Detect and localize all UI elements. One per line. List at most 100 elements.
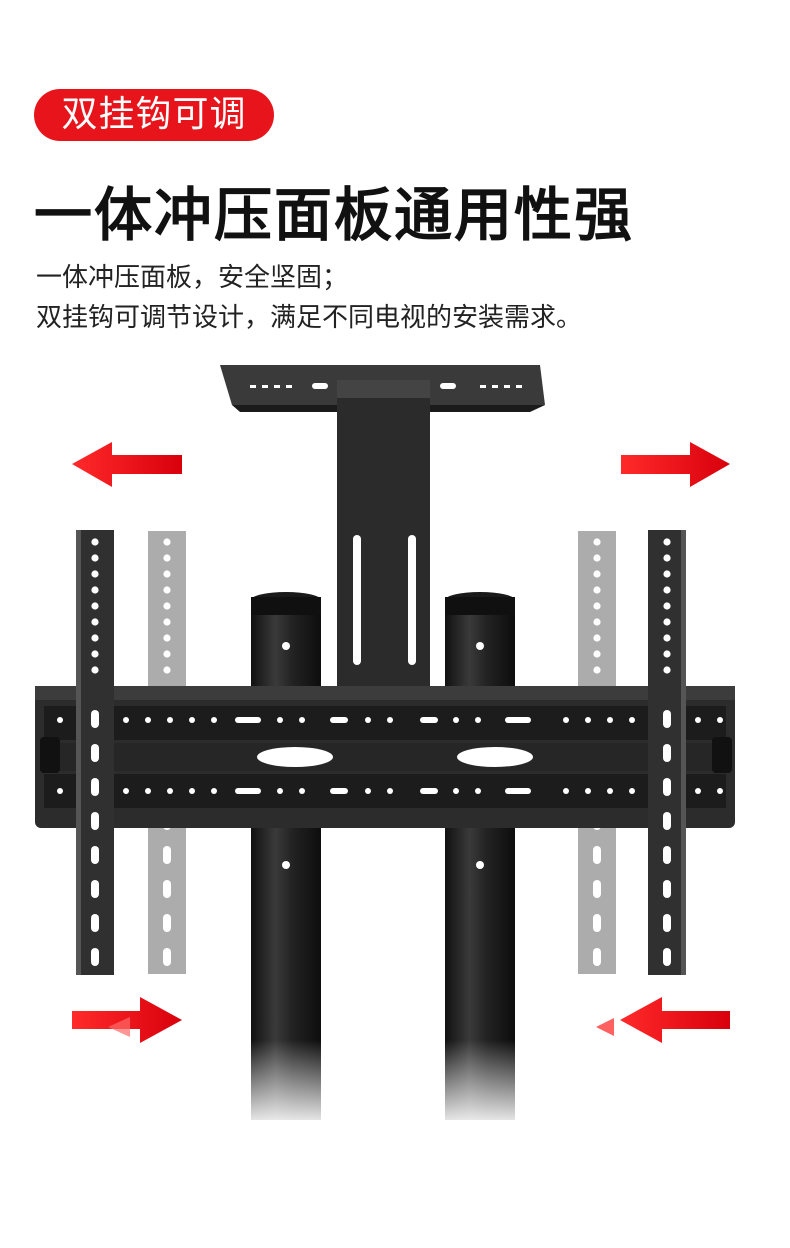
hook-slot (593, 880, 601, 898)
panel-hole (365, 788, 371, 794)
panel-hole (607, 788, 613, 794)
hook-slot (91, 744, 99, 762)
panel-hole (695, 788, 701, 794)
hook-hole (91, 666, 99, 674)
hook-slot (91, 914, 99, 932)
hook-hole (663, 586, 671, 594)
panel-hole (189, 717, 195, 723)
hook-hole (593, 634, 601, 642)
hook-hole (91, 602, 99, 610)
hook-slot (663, 846, 671, 864)
hook-hole (663, 570, 671, 578)
hook-hole (593, 554, 601, 562)
hook-hole (593, 570, 601, 578)
hook-hole (163, 618, 171, 626)
hook-slot (163, 880, 171, 898)
hook-hole (663, 618, 671, 626)
panel-hole (717, 717, 723, 723)
hook-slot (91, 846, 99, 864)
hook-hole (91, 570, 99, 578)
panel-hole (387, 788, 393, 794)
hook-hole (163, 538, 171, 546)
panel-hole (453, 717, 459, 723)
panel-hole (607, 717, 613, 723)
hook-hole (91, 538, 99, 546)
panel-hole (387, 717, 393, 723)
feature-badge: 双挂钩可调 (34, 89, 274, 141)
hook-right (648, 530, 686, 975)
panel-hole (585, 788, 591, 794)
hook-hole (593, 618, 601, 626)
hook-slot (663, 914, 671, 932)
panel-hole (475, 717, 481, 723)
hook-slot (663, 710, 671, 728)
hook-hole (163, 650, 171, 658)
panel-hole (123, 788, 129, 794)
description-line-2: 双挂钩可调节设计，满足不同电视的安装需求。 (36, 303, 583, 333)
hook-hole (663, 634, 671, 642)
panel-hole (695, 717, 701, 723)
hook-slot (593, 846, 601, 864)
panel-hole (717, 788, 723, 794)
hook-slot (91, 710, 99, 728)
hook-hole (163, 554, 171, 562)
hook-hole (663, 666, 671, 674)
hook-hole (91, 650, 99, 658)
hook-slot (663, 778, 671, 796)
panel-hole (585, 717, 591, 723)
center-support-plate (337, 380, 430, 690)
hook-hole (593, 538, 601, 546)
panel-hole (123, 717, 129, 723)
arrow-left-icon (596, 997, 730, 1043)
hook-hole (663, 650, 671, 658)
panel-hole (563, 788, 569, 794)
panel-hole (475, 788, 481, 794)
panel-hole (563, 717, 569, 723)
panel-hole (145, 717, 151, 723)
hook-slot (663, 812, 671, 830)
hook-hole (91, 554, 99, 562)
hook-slot (163, 914, 171, 932)
arrow-right-icon (72, 997, 182, 1043)
panel-hole (453, 788, 459, 794)
panel-hole (57, 788, 63, 794)
panel-hole (167, 717, 173, 723)
arrow-right-icon (621, 442, 730, 487)
hook-slot (91, 812, 99, 830)
panel-hole (629, 717, 635, 723)
panel-hole (211, 717, 217, 723)
panel-hole (299, 717, 305, 723)
hook-hole (163, 602, 171, 610)
panel-hole (365, 717, 371, 723)
hook-hole (593, 666, 601, 674)
hook-hole (593, 586, 601, 594)
hook-hole (663, 538, 671, 546)
hook-slot (593, 948, 601, 966)
hook-hole (91, 586, 99, 594)
panel-hole (299, 788, 305, 794)
page-title: 一体冲压面板通用性强 (34, 181, 635, 249)
hook-slot (163, 846, 171, 864)
hook-hole (163, 634, 171, 642)
hook-hole (663, 554, 671, 562)
hook-hole (593, 650, 601, 658)
hook-slot (91, 948, 99, 966)
hook-hole (91, 618, 99, 626)
arrow-left-icon (72, 442, 182, 487)
panel-hole (145, 788, 151, 794)
panel-hole (211, 788, 217, 794)
support-poles (240, 592, 530, 1130)
hook-slot (663, 744, 671, 762)
hook-hole (91, 634, 99, 642)
panel-hole (57, 717, 63, 723)
panel-hole (167, 788, 173, 794)
hook-hole (163, 570, 171, 578)
hook-hole (163, 586, 171, 594)
hook-left (76, 530, 114, 975)
description-line-1: 一体冲压面板，安全坚固； (36, 263, 349, 293)
hook-hole (593, 602, 601, 610)
hook-slot (663, 880, 671, 898)
hook-hole (163, 666, 171, 674)
description: 一体冲压面板，安全坚固； 双挂钩可调节设计，满足不同电视的安装需求。 (36, 258, 582, 338)
hook-slot (663, 948, 671, 966)
